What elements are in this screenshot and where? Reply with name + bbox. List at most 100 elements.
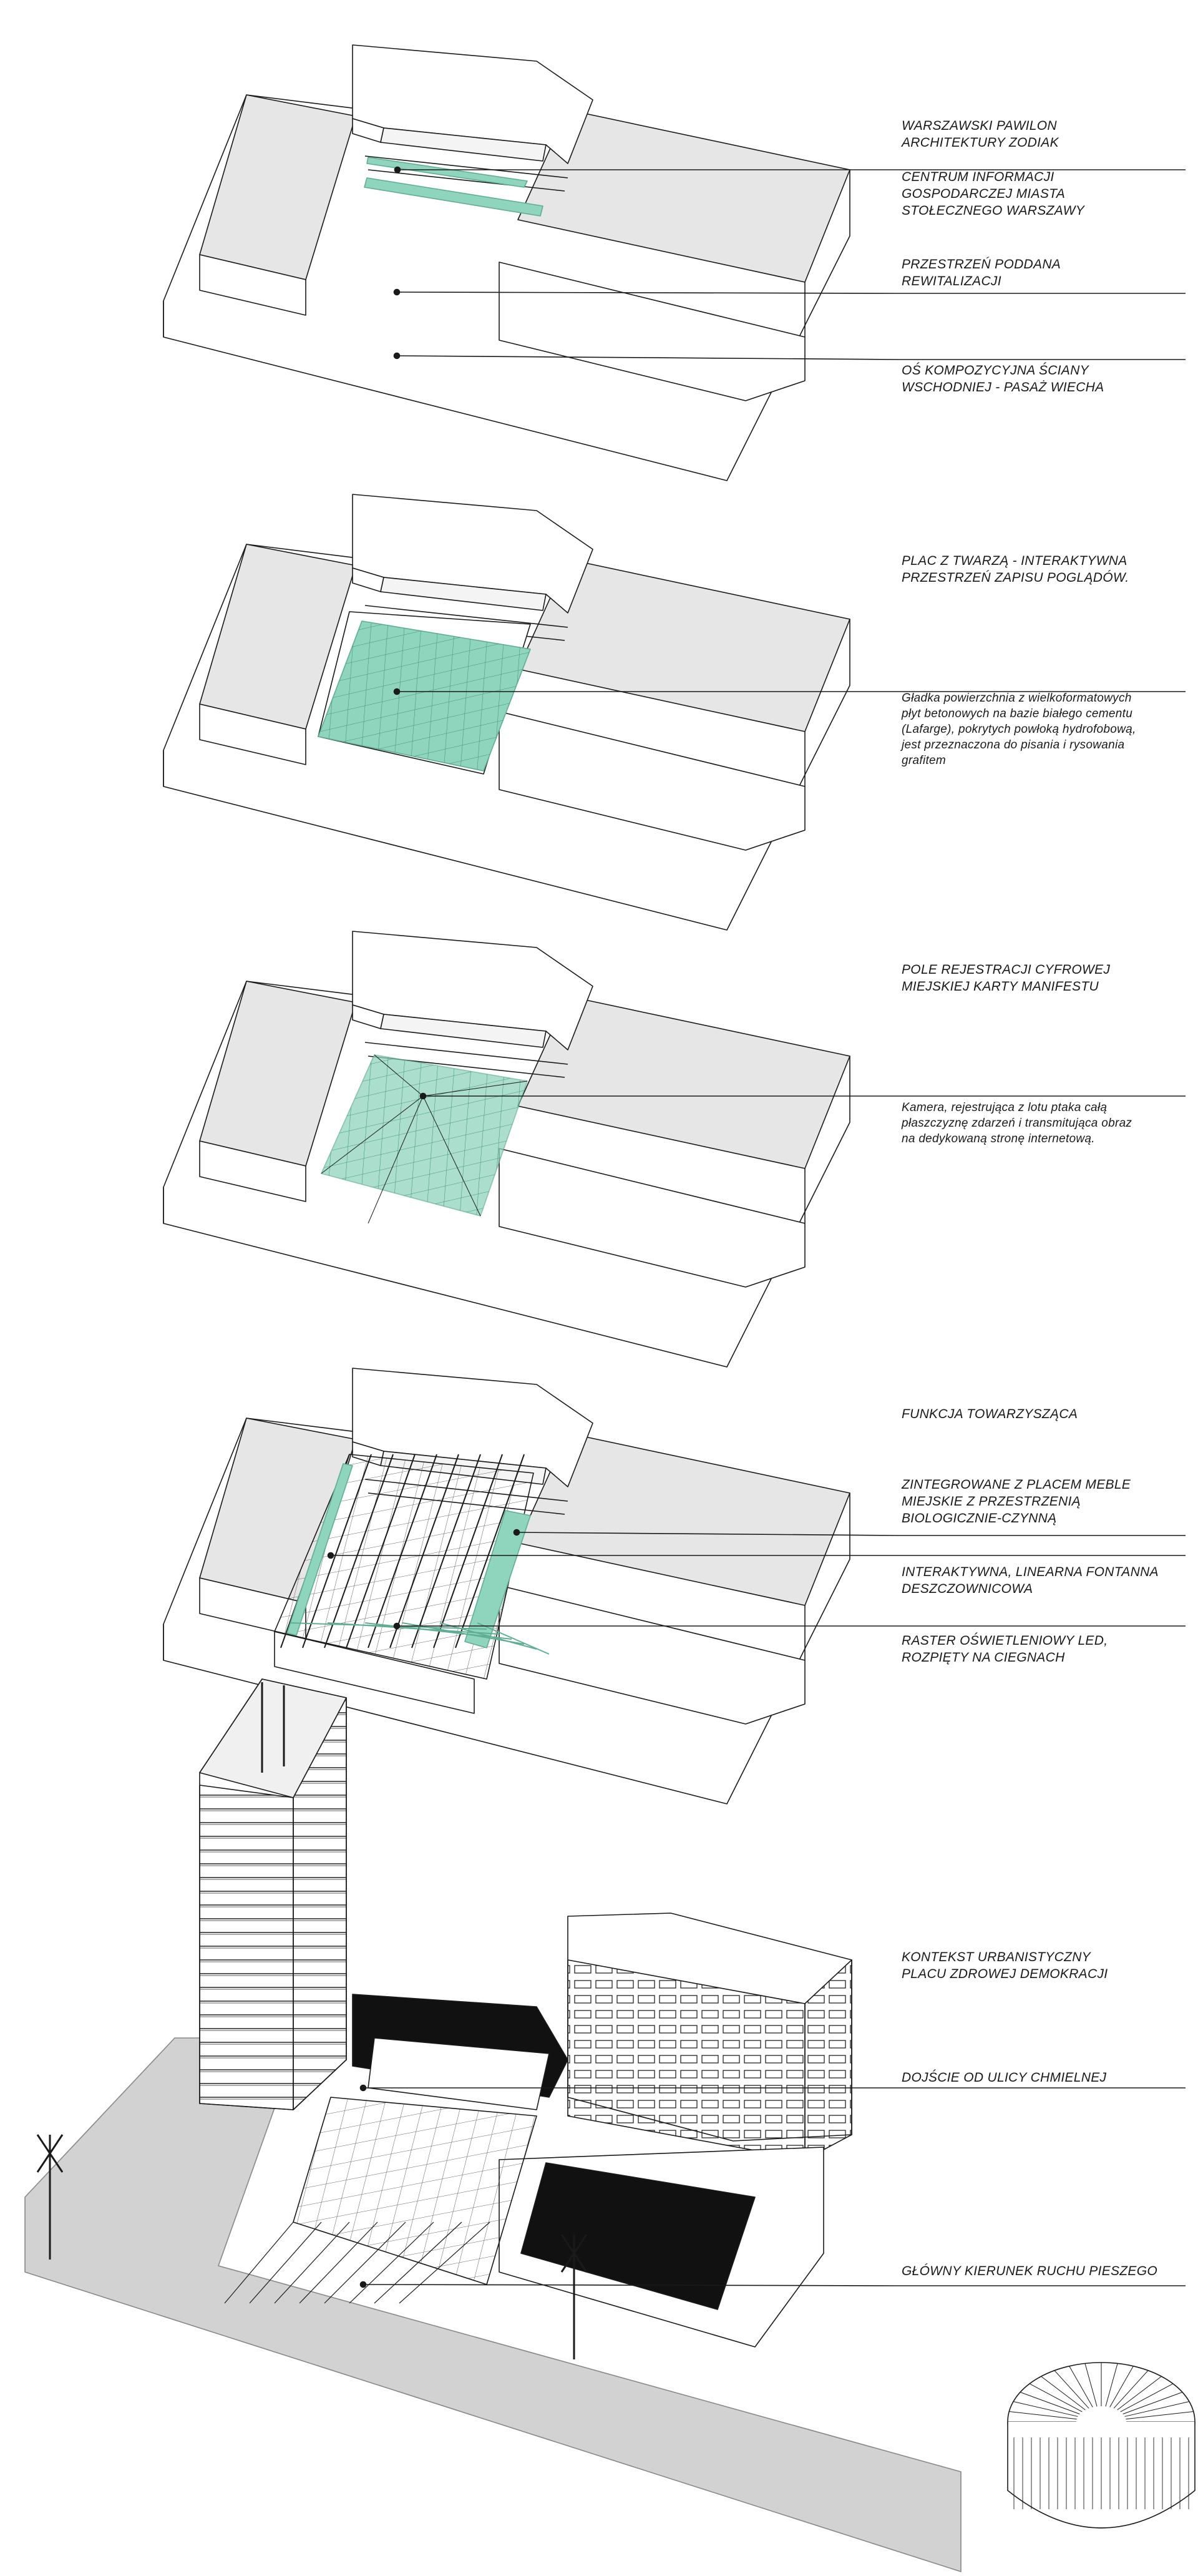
highrise-facade [199,1785,294,2110]
rotunda-rib [1120,2383,1174,2412]
callout-label-rain-fountain: INTERAKTYWNA, LINEARNA FONTANNA DESZCZOW… [902,1565,1159,1596]
callout-dot [394,166,401,174]
pedestrian-line [349,2221,434,2304]
callout-leader [394,166,1186,174]
callout-dot [359,2084,367,2092]
rotunda-rib [1041,2376,1086,2411]
camera-view-line [422,1080,528,1097]
callout-dot [393,1622,401,1630]
callout-dot [513,1529,520,1536]
terrace-edge [364,155,568,179]
led-raster [274,1454,534,1680]
rotunda-rib [1054,2370,1089,2409]
callout-label-digital-registration-field: POLE REJESTRACJI CYFROWEJ MIEJSKIEJ KART… [902,962,1111,994]
callout-label-concrete-surface-note: Gładka powierzchnia z wielkoformatowych … [902,692,1136,767]
camera-view-line [321,1095,424,1174]
callout-label-composition-axis: OŚ KOMPOZYCYJNA ŚCIANY WSCHODNIEJ - PASA… [902,363,1104,394]
callout-label-square-with-face: PLAC Z TWARZĄ - INTERAKTYWNA PRZESTRZEŃ … [902,554,1129,585]
panel-1-site-context [163,44,850,481]
west-block-side [199,1140,306,1202]
callout-dot [393,288,401,296]
camera-view-line [368,1095,424,1224]
rotunda-rib [1020,2392,1080,2414]
leader-line [396,355,899,360]
rotunda-rib [1084,2363,1098,2407]
callout-leader [393,352,1186,360]
rotunda-rib [1105,2363,1118,2407]
callout-dot [393,688,401,695]
callout-leader [393,288,1186,296]
rain-fountain [286,1463,353,1636]
east-lower-block [499,1585,806,1725]
west-block-side [199,703,306,765]
callout-label-urban-furniture: ZINTEGROWANE Z PLACEM MEBLE MIEJSKIE Z P… [902,1477,1131,1526]
terrace-edge [364,1042,568,1065]
callout-leader [359,2084,1186,2092]
led-cable [389,1454,459,1648]
west-block-side [199,254,306,316]
callout-leader [359,2281,1186,2288]
rotunda-rib [1123,2392,1183,2414]
green-rail [477,1622,550,1655]
rotunda-pavilion [1007,2362,1196,2529]
callout-leader [327,1552,1186,1559]
rotunda-rib [1109,2366,1134,2407]
rotunda-rib [1117,2376,1162,2411]
writing-surface-grid [318,621,530,771]
street-lamp [36,2134,64,2173]
zodiak-pavilion-terrace [368,2037,550,2110]
leader-line [516,1532,899,1536]
pedestrian-line [374,2221,462,2304]
callout-label-led-raster: RASTER OŚWIETLENIOWY LED, ROZPIĘTY NA CI… [902,1633,1108,1665]
highrise-roof [199,1678,347,1798]
led-cable [302,1454,372,1648]
callout-dot [327,1552,334,1559]
zodiak-pavilion-facade [380,577,547,611]
camera-view-line [422,1095,481,1217]
pedestrian-line [224,2221,294,2304]
callout-label-revitalisation-space: PRZESTRZEŃ PODDANA REWITALIZACJI [902,257,1061,288]
callout-label-camera-note: Kamera, rejestrująca z lotu ptaka całą p… [902,1101,1132,1145]
led-cable [346,1454,416,1648]
callout-label-urban-context: KONTEKST URBANISTYCZNY PLACU ZDROWEJ DEM… [902,1950,1108,1981]
green-rail [364,1622,512,1640]
callout-label-information-centre: CENTRUM INFORMACJI GOSPODARCZEJ MIASTA S… [902,170,1085,218]
zodiak-pavilion-facade [380,1014,547,1048]
east-lower-block [499,711,806,851]
rotunda-rib [1029,2383,1083,2412]
panel-4-urban-furniture [163,1368,850,1805]
information-centre-strip [364,177,543,217]
pedestrian-line [324,2221,406,2304]
rotunda-rib [1013,2401,1078,2417]
lower-wall [274,1631,475,1714]
street [24,2037,962,2572]
rotunda-rib [1126,2411,1194,2420]
zodiak-pavilion-facade [380,127,547,162]
terrace-edge [364,605,568,628]
callout-leader [393,1622,1186,1630]
rotunda-rib [1113,2370,1149,2409]
biological-furniture [464,1510,531,1648]
residential-side [804,1959,852,2160]
panel-2-interactive-square [163,494,850,931]
callout-leader [419,1092,1186,1100]
commercial-black-roof [520,2162,756,2310]
callout-dot [393,352,401,360]
registration-field-grid [321,1055,527,1216]
callout-dot [419,1092,427,1100]
east-lower-block [499,1148,806,1288]
pedestrian-line [274,2221,350,2304]
information-centre-strip [366,157,528,188]
panel-3-digital-registration [163,931,850,1368]
led-cable [411,1454,481,1648]
rotunda-rib [1009,2411,1077,2420]
led-cable [368,1454,437,1648]
callout-label-accompanying-function: FUNKCJA TOWARZYSZĄCA [902,1407,1078,1421]
rotunda-rib [1069,2366,1093,2407]
led-cable [433,1454,503,1648]
pedestrian-line [399,2221,490,2304]
callout-label-zodiak-pavilion: WARSZAWSKI PAWILON ARCHITEKTURY ZODIAK [902,119,1059,150]
east-lower-block [499,262,806,401]
led-cable [324,1454,394,1648]
